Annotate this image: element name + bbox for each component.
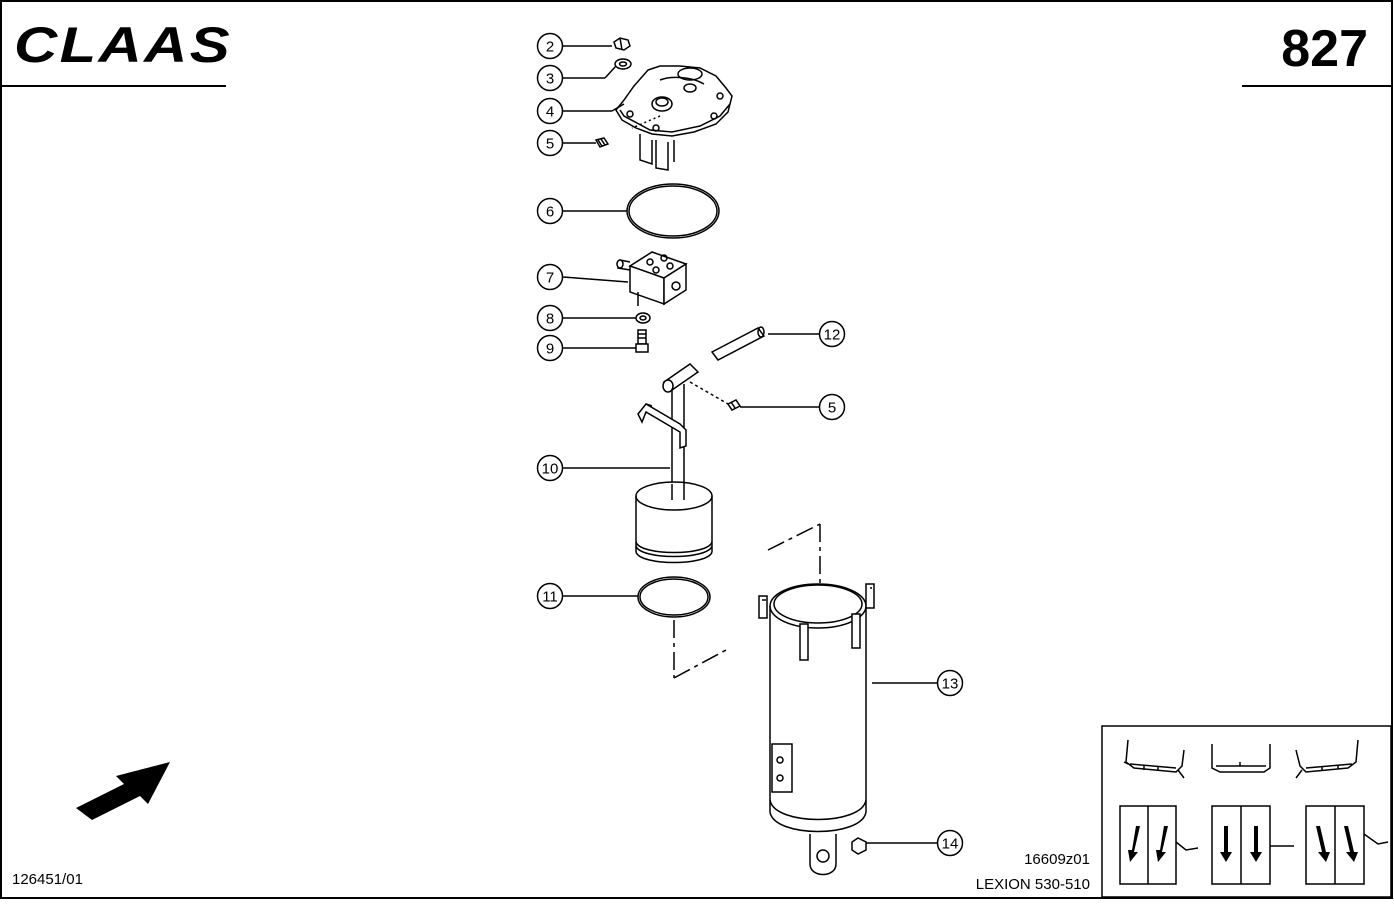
callout-10: 10 xyxy=(536,454,564,482)
part-filter-housing xyxy=(758,583,875,876)
arrow-down-right-icon xyxy=(1316,826,1330,862)
part-o-ring-small xyxy=(637,576,711,618)
part-nut xyxy=(613,37,631,51)
drawing-code: 16609z01 xyxy=(1024,851,1090,868)
arrow-down-left-icon xyxy=(1128,826,1140,862)
machine-orientation-icons xyxy=(1101,725,1392,898)
part-valve-block xyxy=(616,251,688,306)
trough-left-icon xyxy=(1123,739,1185,779)
callout-9: 9 xyxy=(536,334,564,362)
svg-text:11: 11 xyxy=(542,589,558,606)
svg-text:4: 4 xyxy=(546,104,554,121)
part-filter-element xyxy=(635,363,713,564)
callout-13: 13 xyxy=(936,669,964,697)
svg-text:14: 14 xyxy=(942,836,959,853)
trough-center-icon xyxy=(1211,744,1271,773)
svg-text:9: 9 xyxy=(546,341,554,358)
svg-text:5: 5 xyxy=(546,136,554,153)
svg-text:13: 13 xyxy=(942,676,959,693)
part-drain-plug xyxy=(851,837,867,855)
flow-center-icon xyxy=(1211,805,1294,885)
arrow-down-right-icon xyxy=(1344,826,1358,862)
model-name: LEXION 530-510 xyxy=(976,876,1090,893)
callout-5-upper: 5 xyxy=(536,129,564,157)
direction-arrow-icon xyxy=(76,762,170,820)
svg-text:12: 12 xyxy=(824,327,841,344)
flow-left-icon xyxy=(1119,805,1199,885)
part-pin xyxy=(710,326,766,361)
svg-text:3: 3 xyxy=(546,71,554,88)
callout-11: 11 xyxy=(536,582,564,610)
svg-text:5: 5 xyxy=(828,400,836,417)
flow-right-icon xyxy=(1305,805,1389,885)
page-number: 827 xyxy=(1281,20,1368,78)
svg-text:10: 10 xyxy=(542,461,559,478)
callout-labels: 2 3 4 5 6 7 8 9 xyxy=(536,32,964,857)
arrow-down-icon xyxy=(1250,826,1262,862)
callout-6: 6 xyxy=(536,197,564,225)
leader-lines xyxy=(562,45,937,844)
part-o-ring-large xyxy=(626,183,720,239)
callout-14: 14 xyxy=(936,829,964,857)
part-small-washer xyxy=(635,312,651,324)
svg-text:2: 2 xyxy=(546,39,554,56)
svg-text:8: 8 xyxy=(546,311,554,328)
brand-logo: CLAAS xyxy=(14,17,232,73)
part-filter-head xyxy=(615,65,733,171)
svg-text:6: 6 xyxy=(546,204,554,221)
trough-right-icon xyxy=(1295,739,1359,779)
callout-3: 3 xyxy=(536,64,564,92)
callout-7: 7 xyxy=(536,263,564,291)
doc-code: 126451/01 xyxy=(12,871,83,888)
part-set-screw-lower xyxy=(689,381,742,411)
part-drawings xyxy=(594,37,875,876)
callout-5-lower: 5 xyxy=(818,393,846,421)
arrow-down-icon xyxy=(1220,826,1232,862)
callout-8: 8 xyxy=(536,304,564,332)
svg-text:7: 7 xyxy=(546,270,554,287)
callout-4: 4 xyxy=(536,97,564,125)
callout-12: 12 xyxy=(818,320,846,348)
part-screw xyxy=(635,329,649,353)
part-washer xyxy=(614,58,632,70)
callout-2: 2 xyxy=(536,32,564,60)
part-set-screw-upper xyxy=(594,137,610,148)
arrow-down-left-icon xyxy=(1156,826,1168,862)
